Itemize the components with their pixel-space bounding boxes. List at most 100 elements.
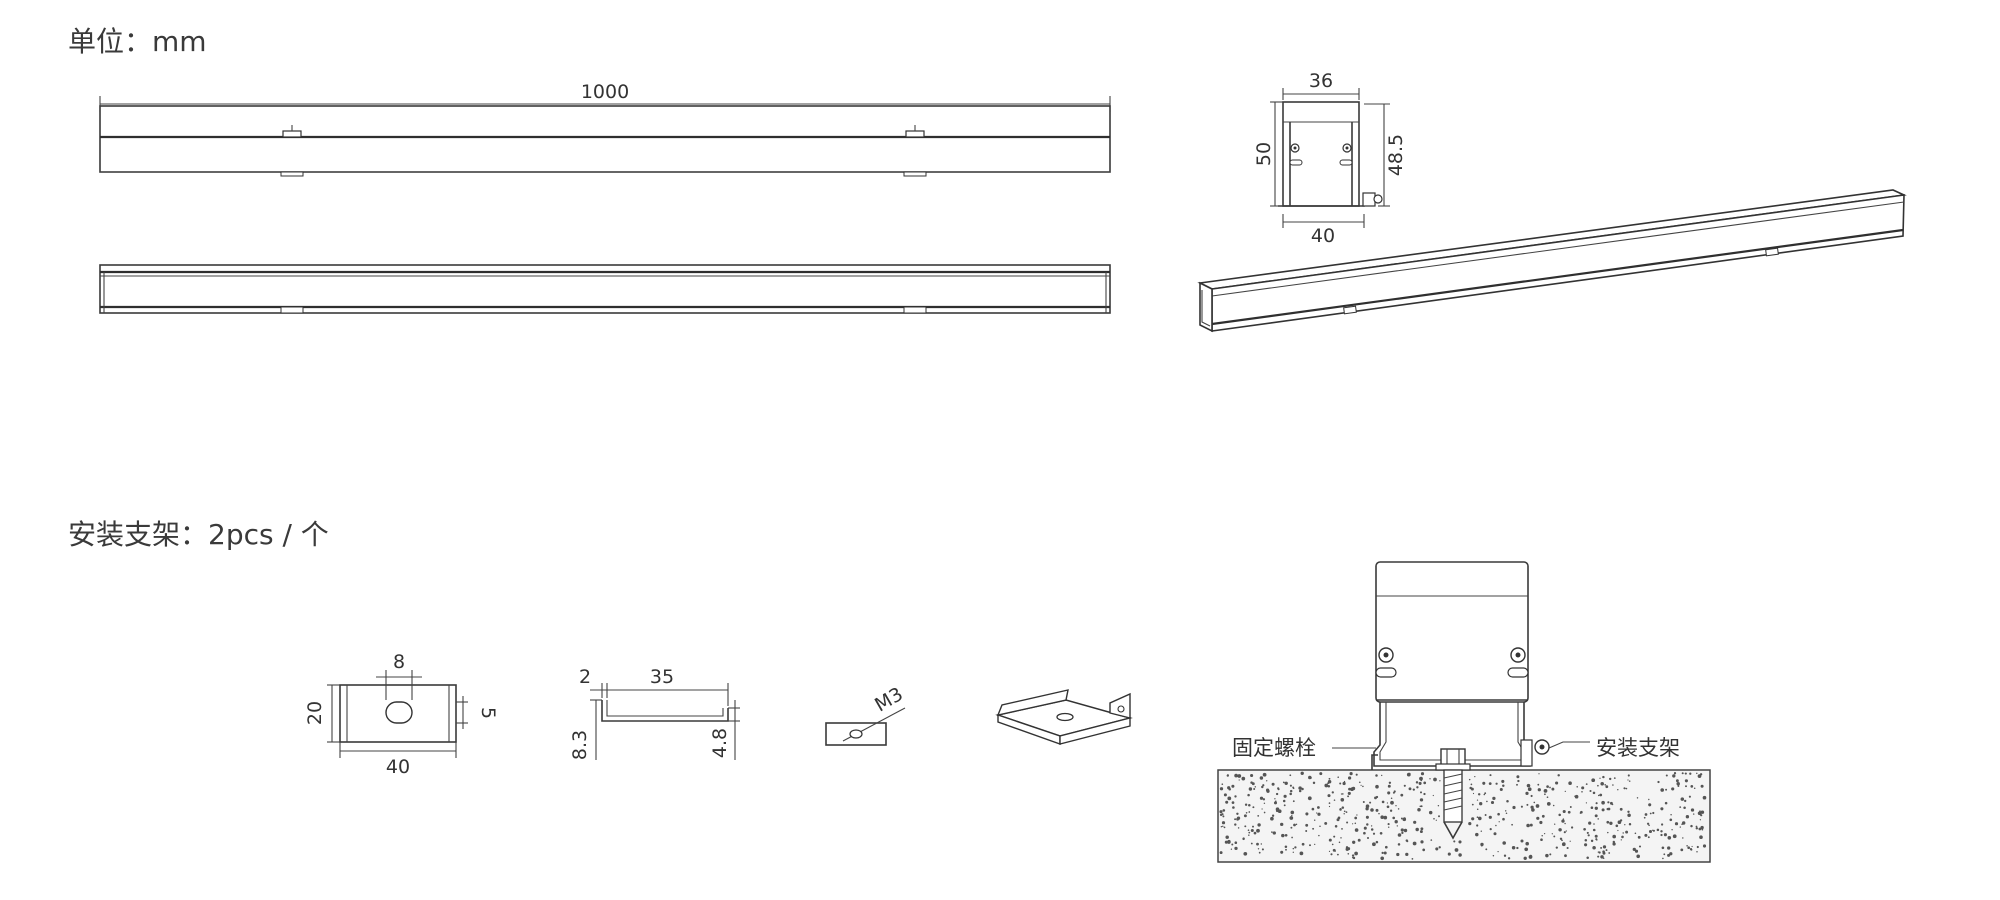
concrete-speckle (1540, 838, 1543, 841)
concrete-speckle (1562, 809, 1566, 814)
concrete-speckle (1289, 774, 1292, 777)
concrete-speckle (1608, 777, 1612, 781)
concrete-speckle (1652, 811, 1655, 815)
concrete-speckle (1660, 833, 1663, 837)
concrete-speckle (1559, 837, 1563, 841)
concrete-speckle (1634, 832, 1637, 835)
concrete-speckle (1615, 824, 1619, 828)
concrete-speckle (1273, 801, 1278, 805)
concrete-speckle (1453, 840, 1456, 843)
profile-side-view-top: 1000 (99, 81, 1111, 177)
concrete-speckle (1541, 835, 1543, 837)
concrete-speckle (1423, 781, 1427, 785)
concrete-speckle (1231, 801, 1235, 804)
concrete-speckle (1692, 813, 1695, 815)
concrete-speckle (1343, 780, 1346, 783)
concrete-speckle (1660, 830, 1663, 833)
concrete-speckle (1681, 772, 1684, 775)
concrete-speckle (1328, 805, 1331, 808)
concrete-speckle (1379, 831, 1383, 835)
concrete-speckle (1504, 810, 1507, 812)
concrete-speckle (1612, 842, 1616, 846)
concrete-speckle (1690, 785, 1694, 788)
concrete-speckle (1563, 831, 1566, 834)
concrete-speckle (1553, 835, 1556, 838)
concrete-speckle (1617, 820, 1622, 825)
concrete-speckle (1282, 781, 1285, 784)
concrete-speckle (1671, 787, 1675, 791)
bracket-side-view: 2 35 8.3 4.8 (569, 666, 740, 760)
concrete-speckle (1546, 796, 1549, 799)
concrete-speckle (1472, 792, 1475, 795)
concrete-speckle (1447, 852, 1451, 856)
concrete-speckle (1638, 845, 1642, 848)
concrete-speckle (1544, 793, 1546, 796)
dim-length: 1000 (581, 81, 629, 103)
concrete-speckle (1396, 852, 1400, 857)
concrete-speckle (1387, 791, 1391, 795)
concrete-speckle (1415, 781, 1419, 784)
concrete-speckle (1333, 835, 1336, 838)
concrete-speckle (1352, 823, 1354, 825)
concrete-speckle (1526, 783, 1531, 788)
concrete-speckle (1369, 801, 1372, 804)
concrete-speckle (1568, 781, 1572, 785)
concrete-speckle (1261, 848, 1264, 851)
concrete-speckle (1475, 832, 1479, 837)
concrete-speckle (1420, 805, 1423, 808)
concrete-speckle (1253, 831, 1257, 835)
concrete-speckle (1669, 852, 1673, 856)
concrete-speckle (1499, 787, 1503, 792)
concrete-speckle (1597, 794, 1600, 797)
concrete-speckle (1557, 774, 1560, 777)
concrete-speckle (1589, 789, 1592, 793)
concrete-speckle (1511, 823, 1513, 826)
concrete-speckle (1342, 781, 1346, 786)
concrete-speckle (1370, 808, 1374, 812)
concrete-speckle (1488, 815, 1492, 819)
concrete-speckle (1392, 791, 1395, 794)
concrete-speckle (1679, 826, 1681, 828)
concrete-speckle (1520, 805, 1523, 808)
concrete-speckle (1656, 828, 1660, 832)
concrete-speckle (1561, 839, 1563, 842)
concrete-speckle (1347, 776, 1352, 780)
concrete-speckle (1386, 802, 1389, 804)
concrete-speckle (1248, 803, 1251, 807)
concrete-speckle (1574, 795, 1576, 797)
concrete-speckle (1358, 781, 1361, 784)
concrete-speckle (1561, 819, 1565, 823)
concrete-speckle (1611, 803, 1614, 806)
concrete-speckle (1698, 827, 1702, 831)
concrete-speckle (1362, 800, 1365, 804)
bracket-heading: 安装支架：2pcs / 个 (68, 518, 329, 551)
concrete-speckle (1439, 780, 1441, 782)
concrete-speckle (1250, 828, 1254, 833)
concrete-speckle (1395, 805, 1397, 807)
concrete-speckle (1403, 784, 1406, 787)
unit-label: 单位：mm (68, 25, 207, 58)
concrete-speckle (1699, 819, 1702, 821)
concrete-speckle (1317, 806, 1320, 809)
concrete-speckle (1602, 845, 1607, 849)
concrete-speckle (1319, 825, 1321, 828)
concrete-speckle (1380, 815, 1384, 819)
concrete-speckle (1600, 782, 1604, 786)
concrete-speckle (1366, 823, 1369, 826)
concrete-speckle (1530, 794, 1533, 798)
concrete-speckle (1549, 786, 1551, 789)
concrete-speckle (1243, 851, 1248, 856)
concrete-speckle (1317, 812, 1321, 816)
concrete-speckle (1558, 813, 1561, 817)
concrete-speckle (1284, 845, 1288, 848)
concrete-speckle (1401, 831, 1404, 835)
concrete-speckle (1696, 845, 1699, 849)
concrete-speckle (1690, 808, 1695, 812)
concrete-speckle (1680, 797, 1685, 801)
callout-mounting-bracket: 安装支架 (1596, 736, 1680, 760)
concrete-speckle (1340, 793, 1343, 795)
concrete-speckle (1263, 811, 1266, 814)
concrete-speckle (1265, 788, 1270, 792)
concrete-speckle (1564, 822, 1566, 825)
concrete-speckle (1310, 777, 1312, 779)
